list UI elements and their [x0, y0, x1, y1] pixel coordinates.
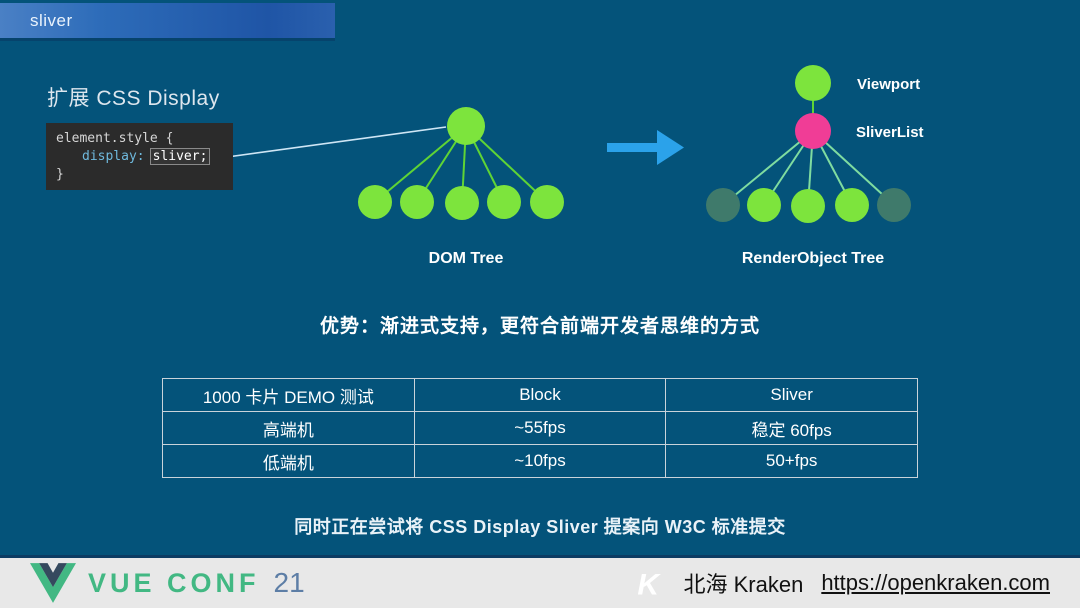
dom-root-node: [447, 107, 485, 145]
kraken-logo-icon: K: [638, 568, 662, 599]
svg-text:K: K: [638, 568, 662, 599]
dom-tree-label: DOM Tree: [429, 250, 504, 267]
dom-child-node: [487, 185, 521, 219]
dom-child-node: [530, 185, 564, 219]
vueconf-wordmark: VUE CONF: [88, 567, 260, 598]
render-child-node: [791, 189, 825, 223]
perf-table-header-cell: Sliver: [665, 378, 918, 412]
kraken-name: 北海 Kraken: [683, 572, 804, 597]
viewport-label: Viewport: [857, 76, 920, 93]
proposal-text: 同时正在尝试将 CSS Display Sliver 提案向 W3C 标准提交: [294, 517, 786, 537]
render-child-node: [747, 188, 781, 222]
css-value-box: sliver;: [149, 148, 211, 165]
slide-title: sliver: [30, 10, 73, 30]
sliverlist-node: [795, 113, 831, 149]
render-tree-edges: [722, 130, 895, 207]
vueconf-logo-group: VUE CONF 21: [30, 563, 305, 603]
code-line-3: }: [56, 167, 64, 182]
vue-logo-icon: [30, 563, 76, 603]
code-line-2: display: sliver;: [56, 148, 223, 166]
render-child-offscreen-node: [877, 188, 911, 222]
render-child-node: [835, 188, 869, 222]
dom-child-node: [400, 185, 434, 219]
section-heading: 扩展 CSS Display: [47, 87, 220, 110]
render-tree-label: RenderObject Tree: [742, 250, 884, 267]
perf-table-cell: 高端机: [162, 411, 415, 445]
sliverlist-label: SliverList: [856, 124, 924, 141]
perf-table-header-cell: Block: [413, 378, 667, 412]
kraken-group: K 北海 Kraken https://openkraken.com: [635, 567, 1050, 599]
kraken-url-link[interactable]: https://openkraken.com: [821, 570, 1050, 595]
viewport-node: [795, 65, 831, 101]
perf-table-cell: ~10fps: [413, 444, 667, 478]
perf-table-cell: 稳定 60fps: [665, 411, 918, 445]
css-property: display:: [82, 149, 145, 164]
code-block: element.style { display: sliver; }: [46, 123, 233, 190]
footer-bar: VUE CONF 21 K 北海 Kraken https://openkrak…: [0, 555, 1080, 608]
perf-table-cell: 50+fps: [665, 444, 918, 478]
advantage-text: 优势：渐进式支持，更符合前端开发者思维的方式: [319, 316, 760, 337]
slide-title-bar: sliver: [0, 3, 335, 38]
code-to-tree-connector: [219, 126, 447, 159]
dom-tree-edges: [374, 125, 548, 204]
perf-table-header-cell: 1000 卡片 DEMO 测试: [162, 378, 415, 412]
perf-table-cell: ~55fps: [413, 411, 667, 445]
code-line-1: element.style {: [56, 131, 174, 146]
dom-child-node: [358, 185, 392, 219]
vueconf-year: 21: [273, 567, 305, 598]
perf-table-cell: 低端机: [162, 444, 415, 478]
dom-child-node: [445, 186, 479, 220]
render-child-offscreen-node: [706, 188, 740, 222]
right-arrow-icon: [607, 130, 684, 165]
